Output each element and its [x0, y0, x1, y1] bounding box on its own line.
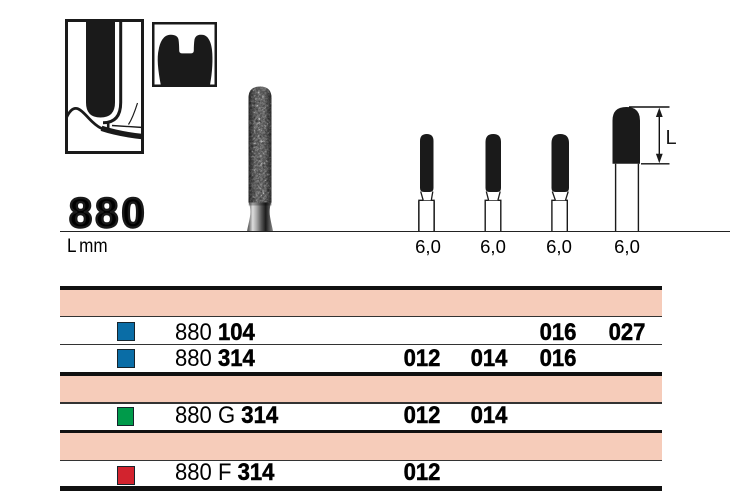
svg-text:L: L [666, 127, 677, 149]
